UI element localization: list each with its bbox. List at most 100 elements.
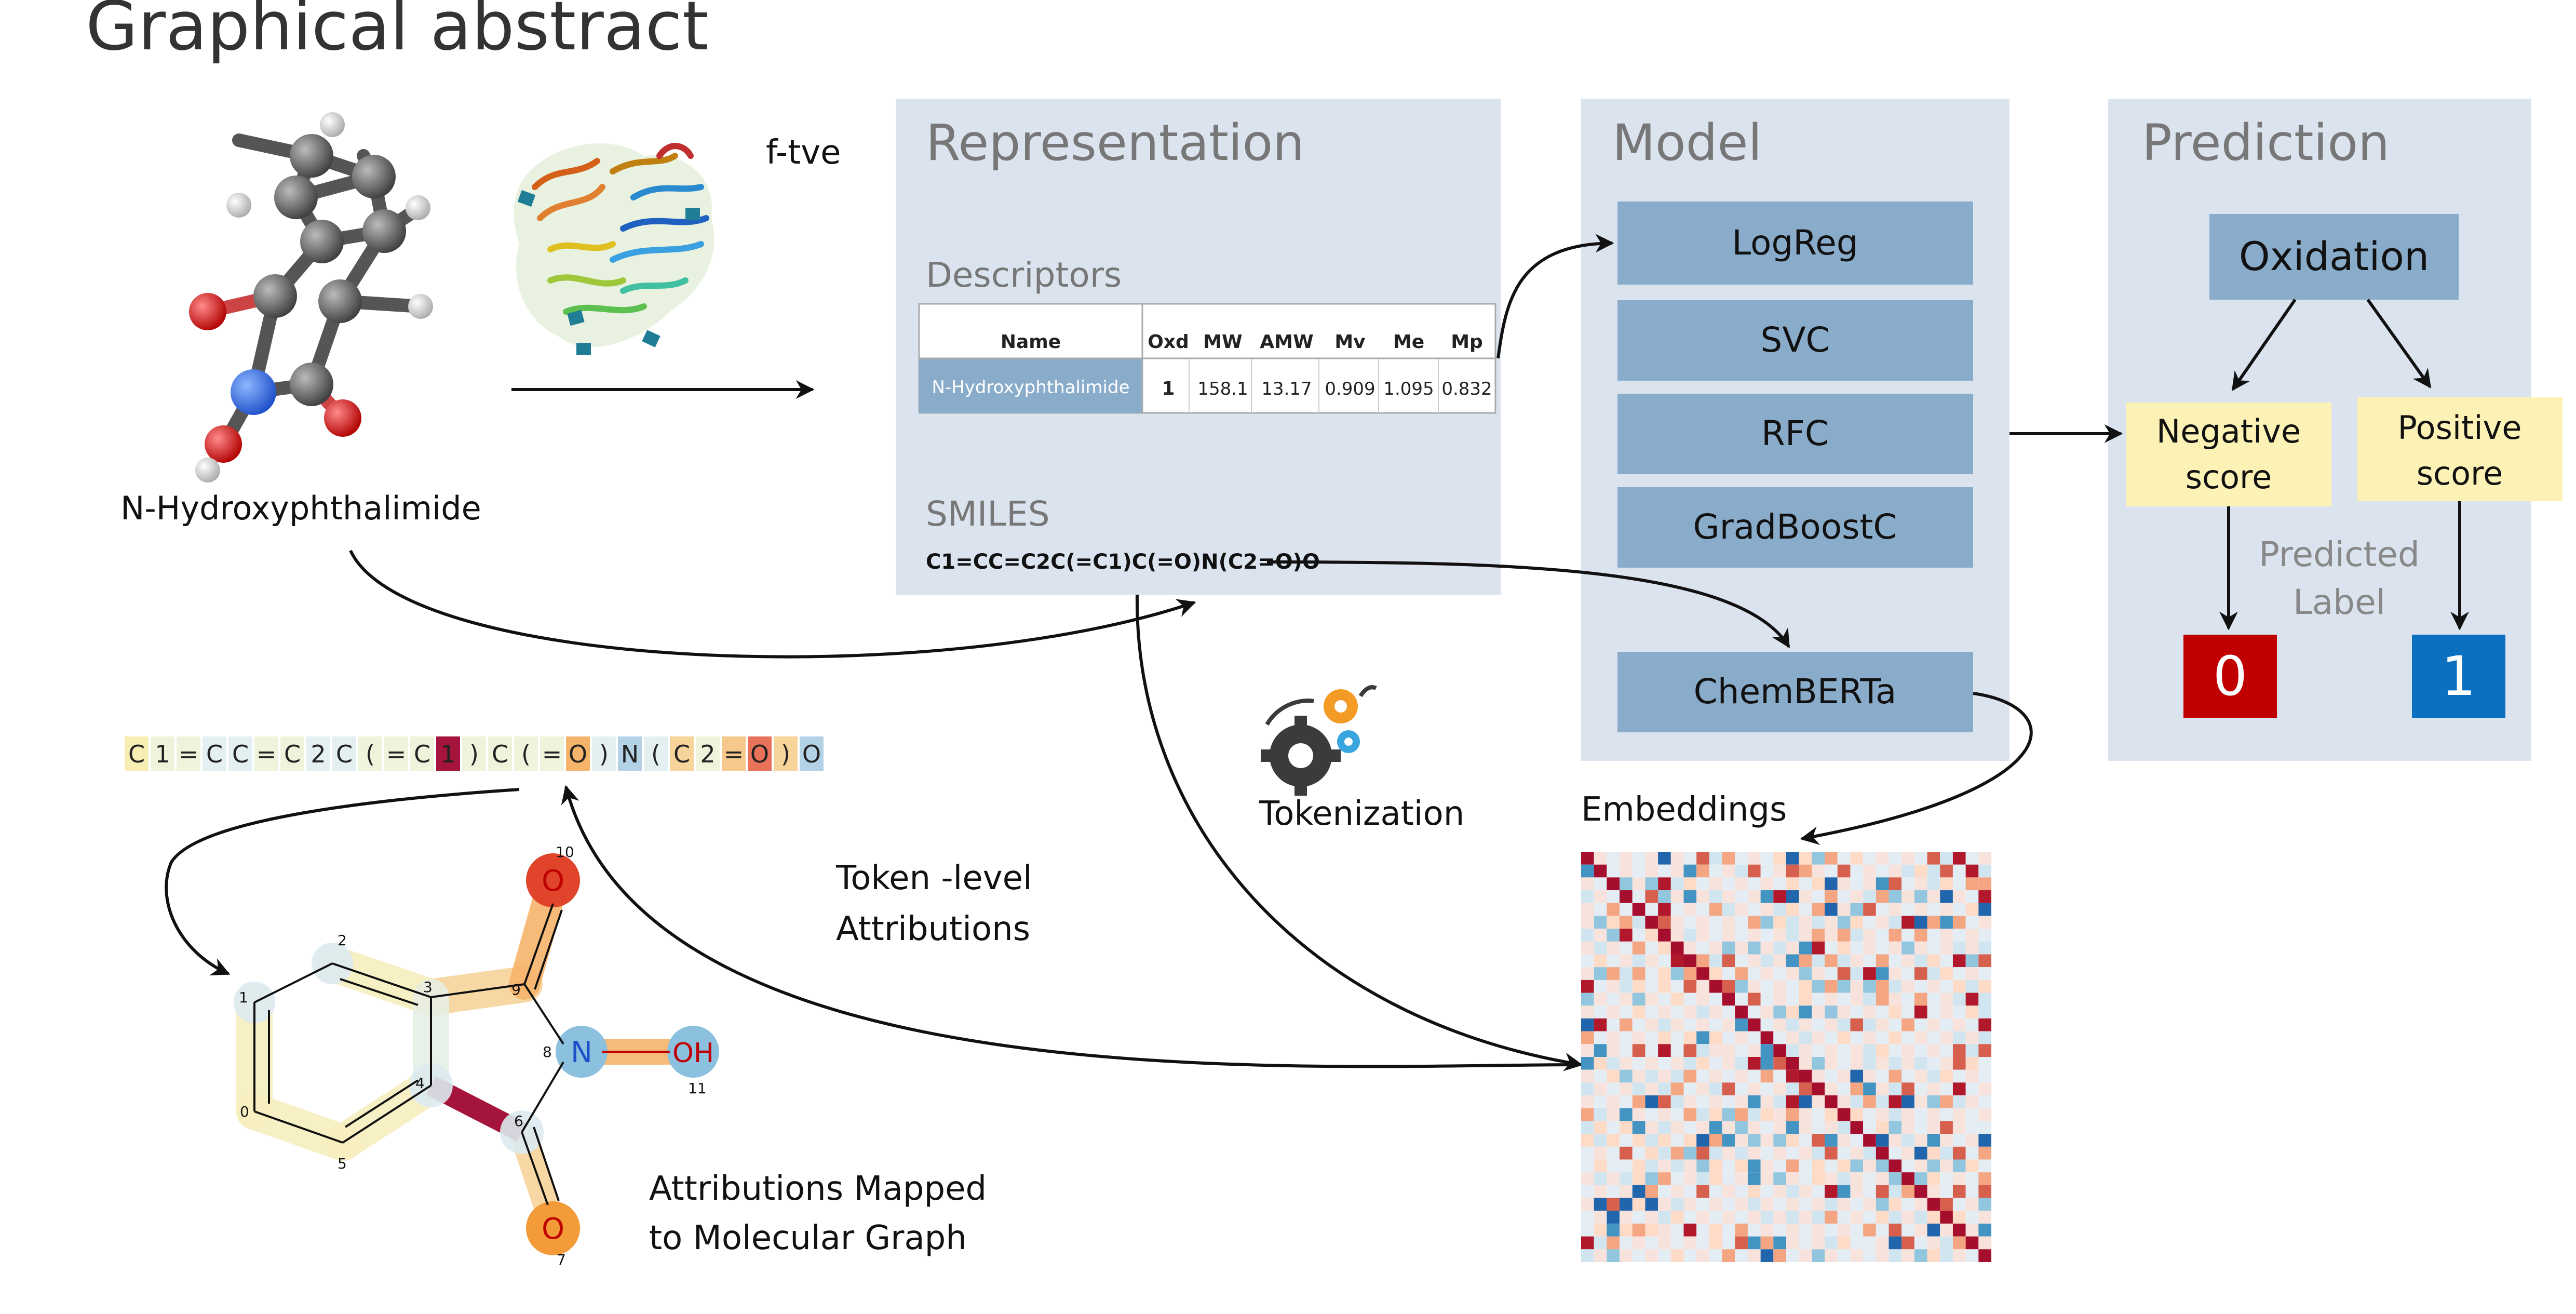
heatmap-cell bbox=[1760, 877, 1774, 891]
heatmap-cell bbox=[1952, 852, 1966, 865]
heatmap-cell bbox=[1645, 890, 1658, 903]
heatmap-cell bbox=[1683, 890, 1697, 903]
heatmap-cell bbox=[1876, 1159, 1889, 1173]
heatmap-cell bbox=[1594, 1057, 1607, 1070]
heatmap-cell bbox=[1683, 1069, 1697, 1083]
heatmap-cell bbox=[1683, 1211, 1697, 1224]
heatmap-cell bbox=[1927, 1146, 1940, 1160]
heatmap-cell bbox=[1952, 1121, 1966, 1134]
heatmap-cell bbox=[1581, 1082, 1594, 1096]
heatmap-cell bbox=[1645, 993, 1658, 1006]
heatmap-cell bbox=[1876, 954, 1889, 968]
heatmap-cell bbox=[1965, 1236, 1979, 1250]
heatmap-cell bbox=[1632, 1108, 1646, 1121]
heatmap-cell bbox=[1632, 903, 1646, 916]
heatmap-cell bbox=[1620, 1211, 1633, 1224]
heatmap-cell bbox=[1914, 954, 1927, 968]
heatmap-cell bbox=[1683, 1121, 1697, 1134]
heatmap-cell bbox=[1735, 1121, 1748, 1134]
heatmap-cell bbox=[1978, 980, 1991, 993]
heatmap-cell bbox=[1863, 967, 1876, 980]
heatmap-cell bbox=[1696, 1095, 1709, 1108]
heatmap-cell bbox=[1696, 877, 1709, 891]
heatmap-cell bbox=[1581, 1005, 1594, 1018]
heatmap-cell bbox=[1620, 1108, 1633, 1121]
heatmap-cell bbox=[1965, 993, 1979, 1006]
heatmap-cell bbox=[1940, 1198, 1953, 1211]
heatmap-cell bbox=[1658, 916, 1671, 929]
heatmap-cell bbox=[1773, 1044, 1786, 1057]
heatmap-cell bbox=[1940, 980, 1953, 993]
heatmap-cell bbox=[1747, 864, 1761, 878]
heatmap-cell bbox=[1889, 1018, 1902, 1031]
heatmap-cell bbox=[1735, 1223, 1748, 1237]
heatmap-cell bbox=[1927, 954, 1940, 968]
token-text: O bbox=[802, 740, 821, 768]
token-text: C bbox=[232, 740, 249, 768]
figure-title: Graphical abstract bbox=[86, 0, 709, 65]
heatmap-cell bbox=[1645, 941, 1658, 955]
heatmap-cell bbox=[1965, 1172, 1979, 1185]
heatmap-cell bbox=[1645, 1095, 1658, 1108]
heatmap-cell bbox=[1696, 1134, 1709, 1147]
heatmap-cell bbox=[1914, 1185, 1927, 1198]
heatmap-cell bbox=[1658, 1069, 1671, 1083]
heatmap-cell bbox=[1760, 1249, 1774, 1262]
heatmap-cell bbox=[1735, 1082, 1748, 1096]
graph-atom-N: N bbox=[571, 1036, 592, 1069]
heatmap-cell bbox=[1863, 903, 1876, 916]
atom-index-4: 4 bbox=[415, 1075, 425, 1092]
heatmap-cell bbox=[1760, 864, 1774, 878]
heatmap-cell bbox=[1709, 1095, 1722, 1108]
heatmap-cell bbox=[1620, 1005, 1633, 1018]
heatmap-cell bbox=[1747, 967, 1761, 980]
heatmap-cell bbox=[1683, 877, 1697, 891]
heatmap-cell bbox=[1914, 1121, 1927, 1134]
heatmap-cell bbox=[1940, 864, 1953, 878]
heatmap-cell bbox=[1965, 1211, 1979, 1224]
heatmap-cell bbox=[1594, 929, 1607, 942]
token-background bbox=[644, 736, 668, 771]
heatmap-cell bbox=[1799, 967, 1812, 980]
heatmap-cell bbox=[1901, 864, 1914, 878]
heatmap-cell bbox=[1722, 1108, 1735, 1121]
heatmap-cell bbox=[1735, 980, 1748, 993]
heatmap-cell bbox=[1965, 1095, 1979, 1108]
heatmap-cell bbox=[1901, 1108, 1914, 1121]
heatmap-cell bbox=[1889, 1172, 1902, 1185]
heatmap-cell bbox=[1889, 1185, 1902, 1198]
heatmap-cell bbox=[1786, 993, 1799, 1006]
atom-index-9: 9 bbox=[511, 981, 521, 998]
heatmap-cell bbox=[1799, 864, 1812, 878]
heatmap-cell bbox=[1837, 877, 1851, 891]
heatmap-cell bbox=[1581, 993, 1594, 1006]
heatmap-cell bbox=[1620, 1198, 1633, 1211]
heatmap-cell bbox=[1901, 929, 1914, 942]
heatmap-cell bbox=[1825, 903, 1838, 916]
heatmap-cell bbox=[1632, 1082, 1646, 1096]
smiles-label: SMILES bbox=[926, 494, 1050, 534]
heatmap-cell bbox=[1889, 1005, 1902, 1018]
heatmap-cell bbox=[1658, 1121, 1671, 1134]
heatmap-cell bbox=[1876, 1057, 1889, 1070]
heatmap-cell bbox=[1965, 954, 1979, 968]
heatmap-cell bbox=[1799, 1005, 1812, 1018]
token-background bbox=[306, 736, 330, 771]
heatmap-cell bbox=[1670, 1185, 1684, 1198]
descriptors-label: Descriptors bbox=[926, 255, 1122, 295]
heatmap-cell bbox=[1645, 929, 1658, 942]
heatmap-cell bbox=[1850, 903, 1864, 916]
heatmap-cell bbox=[1670, 1005, 1684, 1018]
heatmap-cell bbox=[1696, 1223, 1709, 1237]
heatmap-cell bbox=[1837, 929, 1851, 942]
heatmap-cell bbox=[1786, 1211, 1799, 1224]
heatmap-cell bbox=[1773, 903, 1786, 916]
heatmap-cell bbox=[1645, 1146, 1658, 1160]
heatmap-cell bbox=[1786, 1082, 1799, 1096]
heatmap-cell bbox=[1607, 1172, 1620, 1185]
token-background bbox=[670, 736, 694, 771]
heatmap-cell bbox=[1812, 1018, 1825, 1031]
heatmap-cell bbox=[1594, 890, 1607, 903]
atom-index-7: 7 bbox=[557, 1251, 566, 1268]
heatmap-cell bbox=[1850, 1198, 1864, 1211]
